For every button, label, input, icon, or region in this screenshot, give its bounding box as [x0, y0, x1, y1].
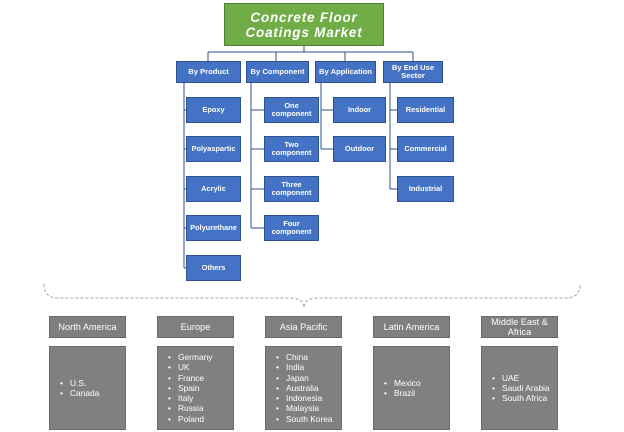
region-brace	[43, 283, 581, 309]
item-others: Others	[186, 255, 241, 281]
category-by-application: By Application	[315, 61, 376, 83]
item-two-component: Two component	[264, 136, 319, 162]
country-australia: Australia	[276, 383, 333, 393]
country-south-africa: South Africa	[492, 393, 550, 403]
root-title: Concrete Floor Coatings Market	[224, 3, 384, 46]
region-middle-east-africa: Middle East & Africa	[481, 316, 558, 338]
region-list-middle-east-africa: UAE Saudi Arabia South Africa	[481, 346, 558, 430]
item-indoor: Indoor	[333, 97, 386, 123]
region-list-latin-america: Mexico Brazil	[373, 346, 450, 430]
item-outdoor: Outdoor	[333, 136, 386, 162]
country-china: China	[276, 352, 333, 362]
region-north-america: North America	[49, 316, 126, 338]
country-germany: Germany	[168, 352, 212, 362]
category-by-product: By Product	[176, 61, 241, 83]
country-malaysia: Malaysia	[276, 403, 333, 413]
country-japan: Japan	[276, 373, 333, 383]
country-italy: Italy	[168, 393, 212, 403]
item-polyaspartic: Polyaspartic	[186, 136, 241, 162]
item-three-component: Three component	[264, 176, 319, 202]
country-south-korea: South Korea	[276, 414, 333, 424]
region-latin-america: Latin America	[373, 316, 450, 338]
country-saudi-arabia: Saudi Arabia	[492, 383, 550, 393]
country-uae: UAE	[492, 373, 550, 383]
region-list-north-america: U.S. Canada	[49, 346, 126, 430]
item-epoxy: Epoxy	[186, 97, 241, 123]
item-acrylic: Acrylic	[186, 176, 241, 202]
country-canada: Canada	[60, 388, 99, 398]
country-india: India	[276, 362, 333, 372]
country-russia: Russia	[168, 403, 212, 413]
country-uk: UK	[168, 362, 212, 372]
item-four-component: Four component	[264, 215, 319, 241]
category-by-component: By Component	[246, 61, 309, 83]
country-brazil: Brazil	[384, 388, 421, 398]
item-commercial: Commercial	[397, 136, 454, 162]
item-industrial: Industrial	[397, 176, 454, 202]
region-list-europe: Germany UK France Spain Italy Russia Pol…	[157, 346, 234, 430]
item-one-component: One component	[264, 97, 319, 123]
country-poland: Poland	[168, 414, 212, 424]
country-indonesia: Indonesia	[276, 393, 333, 403]
region-asia-pacific: Asia Pacific	[265, 316, 342, 338]
item-polyurethane: Polyurethane	[186, 215, 241, 241]
country-us: U.S.	[60, 378, 99, 388]
region-list-asia-pacific: China India Japan Australia Indonesia Ma…	[265, 346, 342, 430]
region-europe: Europe	[157, 316, 234, 338]
country-spain: Spain	[168, 383, 212, 393]
item-residential: Residential	[397, 97, 454, 123]
category-by-end-use-sector: By End Use Sector	[383, 61, 443, 83]
country-mexico: Mexico	[384, 378, 421, 388]
country-france: France	[168, 373, 212, 383]
